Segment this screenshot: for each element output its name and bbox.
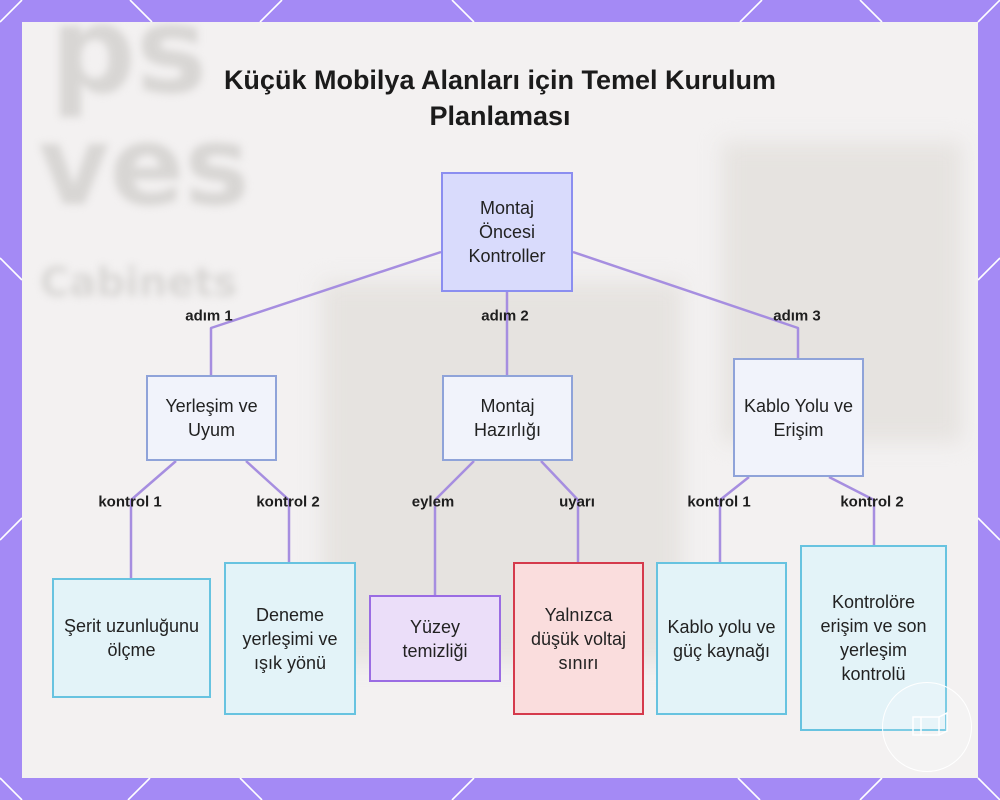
node-power: Kablo yolu ve güç kaynağı: [656, 562, 787, 715]
edge-label-step3: adım 3: [773, 308, 821, 325]
edge-step3: [573, 252, 798, 358]
node-prep: Montaj Hazırlığı: [442, 375, 573, 461]
edge-label-p-check1: kontrol 1: [98, 494, 161, 511]
edge-label-step2: adım 2: [481, 308, 529, 325]
edge-label-c-check2: kontrol 2: [840, 494, 903, 511]
node-surface: Yüzey temizliği: [369, 595, 501, 682]
edge-label-step1: adım 1: [185, 308, 233, 325]
logo-icon: [882, 682, 972, 772]
edge-p-check2: [246, 461, 289, 562]
node-tape: Şerit uzunluğunu ölçme: [52, 578, 211, 698]
edge-c-check2: [829, 477, 874, 545]
edge-warning: [541, 461, 578, 562]
node-trial: Deneme yerleşimi ve ışık yönü: [224, 562, 356, 715]
edge-label-c-check1: kontrol 1: [687, 494, 750, 511]
node-cable: Kablo Yolu ve Erişim: [733, 358, 864, 477]
edge-step1: [211, 252, 441, 375]
edge-label-p-check2: kontrol 2: [256, 494, 319, 511]
edge-p-check1: [131, 461, 176, 578]
edge-label-action: eylem: [412, 494, 455, 511]
diagram-title: Küçük Mobilya Alanları için Temel Kurulu…: [200, 62, 800, 134]
edge-label-warning: uyarı: [559, 494, 595, 511]
node-root: Montaj Öncesi Kontroller: [441, 172, 573, 292]
node-voltage: Yalnızca düşük voltaj sınırı: [513, 562, 644, 715]
edge-action: [435, 461, 474, 595]
edge-c-check1: [720, 477, 749, 562]
node-placement: Yerleşim ve Uyum: [146, 375, 277, 461]
